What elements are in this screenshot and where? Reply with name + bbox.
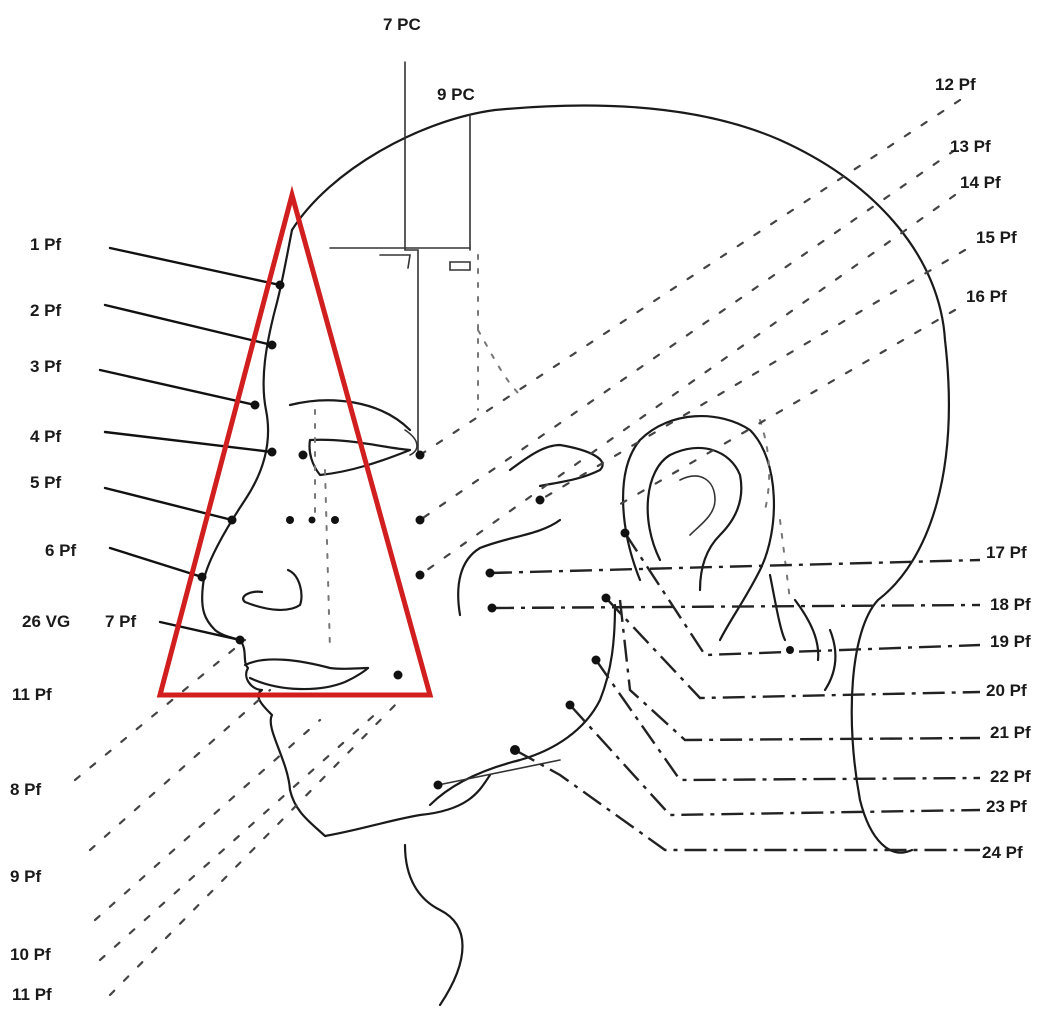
label-26vg: 26 VG bbox=[22, 612, 70, 631]
label-9pc: 9 PC bbox=[437, 85, 475, 104]
label-6pf: 6 Pf bbox=[45, 541, 77, 560]
upper-lip bbox=[245, 659, 368, 668]
leader-19pf bbox=[625, 533, 980, 655]
construction-dots-2 bbox=[325, 470, 330, 650]
forehead-hook bbox=[380, 255, 410, 268]
forehead-marker bbox=[450, 262, 470, 270]
neck-back-lines bbox=[770, 575, 835, 690]
dashed-leader-13pf bbox=[420, 150, 955, 520]
head-outline bbox=[292, 105, 949, 852]
dashed-leader-12pf bbox=[420, 100, 960, 455]
label-23pf: 23 Pf bbox=[986, 797, 1027, 816]
label-8pf: 8 Pf bbox=[10, 780, 42, 799]
dashed-leader-15pf bbox=[540, 250, 965, 500]
leader-7pf bbox=[160, 622, 240, 640]
label-7pc: 7 PC bbox=[383, 15, 421, 34]
label-22pf: 22 Pf bbox=[990, 767, 1031, 786]
label-13pf: 13 Pf bbox=[950, 137, 991, 156]
leader-1pf bbox=[110, 248, 280, 285]
acupoint-dots bbox=[198, 281, 795, 790]
leader-7pc bbox=[405, 62, 418, 455]
leader-22pf bbox=[596, 660, 980, 780]
zygomatic-contour bbox=[510, 445, 603, 486]
highlight-triangle bbox=[160, 195, 430, 695]
label-21pf: 21 Pf bbox=[990, 723, 1031, 742]
label-19pf: 19 Pf bbox=[990, 632, 1031, 651]
dashed-leader-14pf bbox=[420, 195, 955, 575]
label-20pf: 20 Pf bbox=[986, 681, 1027, 700]
label-24pf: 24 Pf bbox=[982, 843, 1023, 862]
leader-24pf-b bbox=[438, 760, 560, 785]
construction-dots-6 bbox=[780, 520, 790, 600]
nostril bbox=[243, 570, 301, 610]
label-2pf: 2 Pf bbox=[30, 301, 62, 320]
dashed-leader-9pf bbox=[95, 720, 320, 920]
label-14pf: 14 Pf bbox=[960, 173, 1001, 192]
label-7pf: 7 Pf bbox=[105, 612, 137, 631]
lower-lip bbox=[250, 668, 368, 689]
label-4pf: 4 Pf bbox=[30, 427, 62, 446]
label-9pf: 9 Pf bbox=[10, 867, 42, 886]
leader-3pf bbox=[100, 370, 255, 405]
label-18pf: 18 Pf bbox=[990, 595, 1031, 614]
leader-18pf bbox=[492, 605, 980, 608]
construction-dots-4 bbox=[478, 330, 520, 395]
label-15pf: 15 Pf bbox=[976, 228, 1017, 247]
dashed-leader-16pf bbox=[610, 310, 955, 510]
label-3pf: 3 Pf bbox=[30, 357, 62, 376]
label-10pf: 10 Pf bbox=[10, 945, 51, 964]
construction-dots-5 bbox=[760, 420, 769, 510]
leader-6pf bbox=[110, 548, 202, 577]
leader-4pf bbox=[105, 432, 272, 452]
label-12pf: 12 Pf bbox=[935, 75, 976, 94]
neck-front bbox=[405, 845, 463, 1005]
cheek-contour bbox=[458, 520, 560, 615]
label-16pf: 16 Pf bbox=[966, 287, 1007, 306]
dashed-leader-10pf bbox=[100, 710, 380, 960]
dashed-leader-11pf-bottom bbox=[110, 700, 400, 995]
label-1pf: 1 Pf bbox=[30, 235, 62, 254]
jaw-contour bbox=[430, 605, 615, 805]
label-17pf: 17 Pf bbox=[986, 543, 1027, 562]
leader-23pf bbox=[570, 705, 980, 815]
label-11pf-top: 11 Pf bbox=[12, 685, 52, 704]
leader-24pf bbox=[515, 750, 980, 850]
leader-2pf bbox=[105, 305, 272, 345]
face-profile bbox=[202, 230, 490, 836]
label-5pf: 5 Pf bbox=[30, 473, 62, 492]
label-11pf-bottom: 11 Pf bbox=[12, 985, 52, 1004]
dashed-leader-11pf-top bbox=[75, 640, 245, 780]
ear-helix bbox=[680, 476, 715, 535]
dashed-leader-8pf bbox=[90, 690, 270, 850]
